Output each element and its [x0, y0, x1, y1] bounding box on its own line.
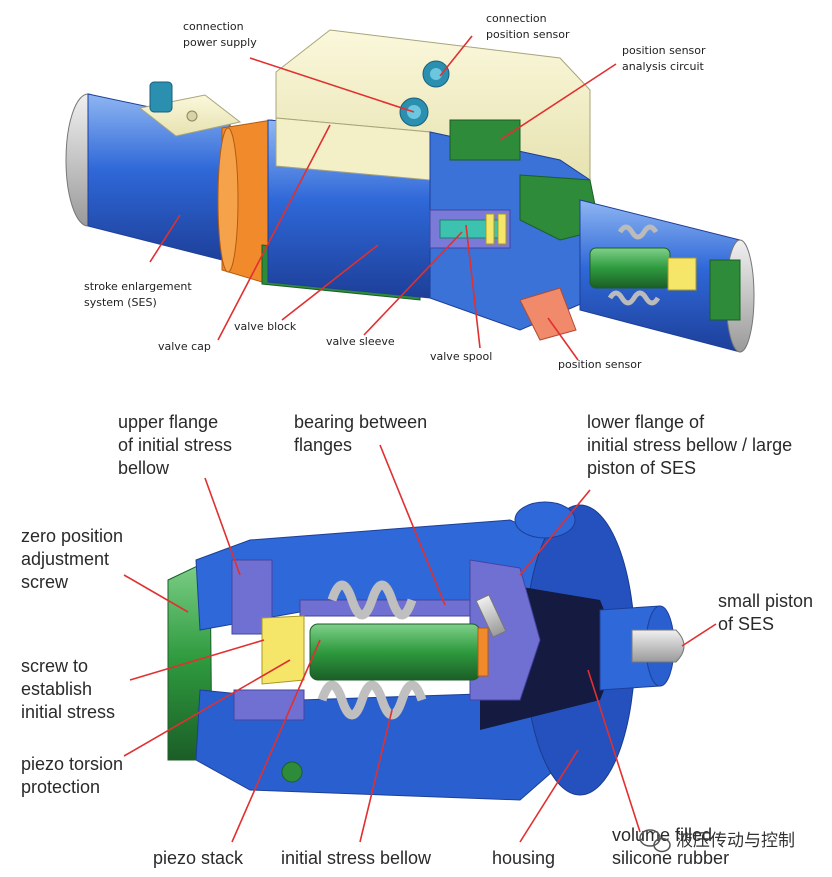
piezo-orange-ring	[477, 627, 489, 677]
green-right-block	[709, 259, 741, 321]
leader-power-supply	[249, 57, 415, 113]
label-stroke-enlargement-system: stroke enlargement system (SES)	[84, 280, 195, 309]
leader-valve-cap	[217, 124, 331, 341]
spool-land-a	[485, 213, 495, 245]
yellow-stress-screw	[261, 615, 305, 685]
piezo-stack-shape	[309, 623, 481, 681]
lower-bellow-coils	[317, 680, 427, 720]
top-leader-lines	[149, 35, 617, 361]
label-bearing-between-flanges: bearing between flanges	[294, 412, 432, 455]
leader-torsion	[123, 659, 291, 757]
label-valve-spool: valve spool	[430, 350, 492, 363]
bellow-coils-top	[617, 224, 659, 240]
label-valve-cap: valve cap	[158, 340, 211, 353]
leader-ses	[149, 214, 181, 263]
watermark-text: 液压传动与控制	[676, 831, 795, 851]
label-valve-sleeve: valve sleeve	[326, 335, 395, 348]
bottom-ses-illustration	[167, 501, 685, 801]
label-housing: housing	[492, 848, 555, 868]
wechat-icon	[639, 829, 671, 853]
leader-housing	[519, 749, 579, 843]
leader-volume-filled	[587, 669, 641, 833]
leader-piezo-stack	[231, 639, 321, 843]
leader-position-sensor-conn	[439, 35, 473, 77]
label-small-piston: small piston of SES	[718, 591, 818, 634]
upper-bellow-coils	[327, 580, 417, 620]
leader-lower-flange	[519, 489, 591, 576]
label-screw-initial-stress: screw to establish initial stress	[21, 656, 115, 722]
label-valve-block: valve block	[234, 320, 297, 333]
leader-valve-spool	[465, 224, 481, 349]
leader-bearing-between	[379, 444, 446, 606]
label-upper-flange: upper flange of initial stress bellow	[118, 412, 237, 478]
top-valve-illustration	[65, 29, 755, 353]
torsion-protection-shape	[233, 689, 305, 721]
label-piezo-stack: piezo stack	[153, 848, 244, 868]
leader-initial-stress-bellow	[359, 709, 393, 843]
position-sensor-shape	[519, 287, 577, 341]
ses-screw	[186, 110, 198, 122]
label-lower-flange: lower flange of initial stress bellow / …	[587, 412, 797, 478]
leader-valve-block	[281, 244, 379, 321]
analysis-circuit-board	[449, 119, 521, 161]
watermark: 液压传动与控制	[639, 829, 795, 853]
green-foot	[281, 761, 303, 783]
bearing-element	[475, 594, 507, 638]
yellow-end-top	[667, 257, 697, 291]
bottom-labels: upper flange of initial stress bellow be…	[21, 412, 818, 868]
valve-cap-ring	[217, 127, 239, 273]
label-connection-position-sensor: connection position sensor	[486, 12, 570, 41]
small-piston-shape	[631, 629, 685, 663]
ses-connector-plug	[149, 81, 173, 113]
leader-analysis-circuit	[499, 63, 617, 141]
label-initial-stress-bellow: initial stress bellow	[281, 848, 432, 868]
label-position-sensor: position sensor	[558, 358, 642, 371]
label-zero-position-screw: zero position adjustment screw	[21, 526, 128, 592]
leader-zero-position	[123, 574, 189, 613]
label-piezo-torsion-protection: piezo torsion protection	[21, 754, 128, 797]
bellow-coils-bottom	[607, 290, 661, 306]
leader-valve-sleeve	[363, 231, 463, 336]
bottom-leader-lines	[123, 444, 717, 843]
label-volume-filled: volume filled silicone rubber	[612, 825, 729, 868]
leader-upper-flange	[204, 477, 241, 576]
leader-position-sensor	[547, 317, 579, 361]
leader-screw-stress	[129, 639, 265, 681]
label-position-sensor-analysis-circuit: position sensor analysis circuit	[622, 44, 709, 73]
housing-rim	[514, 501, 576, 539]
sensor-connector-inner	[430, 68, 442, 80]
piezo-cylinder-top	[589, 247, 671, 289]
spool-land-b	[497, 213, 507, 245]
top-labels: connection power supply connection posit…	[84, 12, 709, 371]
leader-small-piston	[681, 623, 717, 647]
label-connection-power-supply: connection power supply	[183, 20, 257, 49]
